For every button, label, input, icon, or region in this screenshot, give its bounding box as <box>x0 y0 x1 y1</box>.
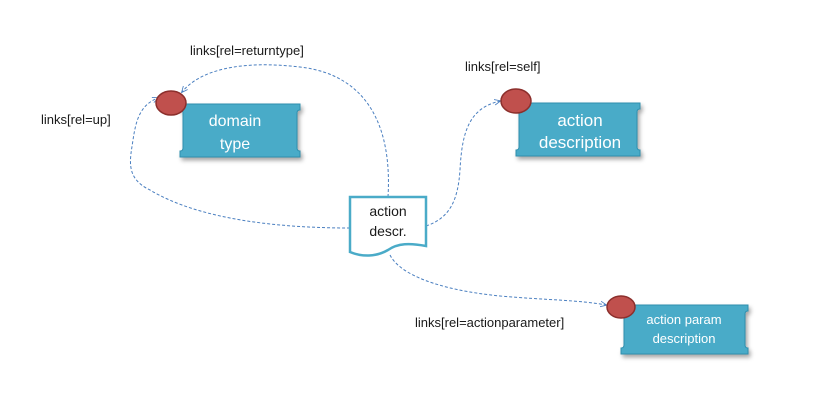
connector-returntype <box>182 64 389 198</box>
action-description-label-line2: description <box>539 133 621 152</box>
action-descr-label-line2: descr. <box>369 223 406 239</box>
action-descr-document-node[interactable] <box>348 195 428 257</box>
action-description-marker-icon <box>500 88 532 114</box>
link-label-self: links[rel=self] <box>465 59 541 74</box>
connector-actionparameter <box>389 254 606 305</box>
domain-type-node[interactable] <box>179 103 301 158</box>
domain-type-label-line2: type <box>220 136 250 153</box>
connector-self <box>425 101 500 227</box>
domain-type-marker-icon <box>155 90 187 116</box>
action-param-label-line1: action param <box>646 312 721 327</box>
connector-up <box>130 98 351 229</box>
domain-type-label-line1: domain <box>209 113 261 130</box>
link-label-up: links[rel=up] <box>41 112 111 127</box>
link-label-returntype: links[rel=returntype] <box>190 43 304 58</box>
action-param-marker-icon <box>606 295 636 319</box>
action-param-label-line2: description <box>653 331 716 346</box>
link-label-actionparameter: links[rel=actionparameter] <box>415 315 564 330</box>
action-descr-label-line1: action <box>369 203 406 219</box>
action-description-label-line1: action <box>557 111 602 130</box>
